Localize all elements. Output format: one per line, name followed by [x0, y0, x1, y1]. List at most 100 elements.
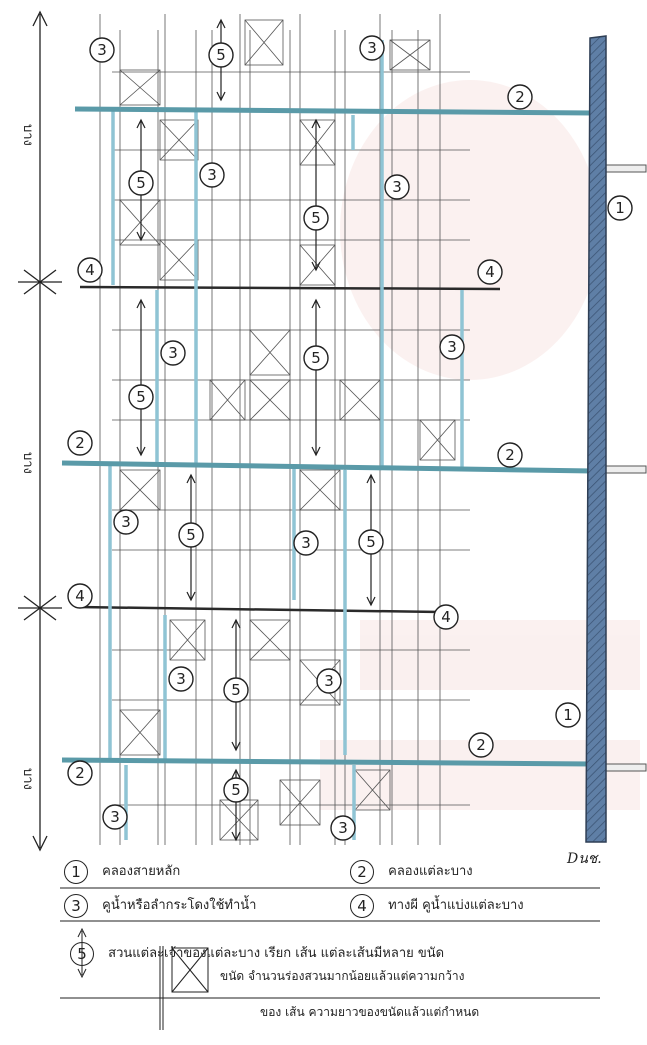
svg-text:2: 2: [75, 434, 85, 452]
callout-branch-canal: 2: [68, 431, 92, 455]
svg-text:3: 3: [168, 344, 178, 362]
legend-note-2: ของ เส้น ความยาวของขนัดแล้วแต่กำหนด: [260, 1004, 479, 1020]
callout-boundary: 4: [434, 605, 458, 629]
callout-boundary: 4: [78, 258, 102, 282]
garden-plot: [300, 245, 335, 285]
legend-number: 2: [350, 860, 374, 884]
legend-number: 1: [64, 860, 88, 884]
legend-number: 5: [70, 942, 94, 966]
callout-ditch: 3: [90, 38, 114, 62]
svg-text:5: 5: [136, 174, 146, 192]
svg-text:4: 4: [441, 608, 451, 626]
callout-garden-strip: 5: [179, 523, 203, 547]
callout-garden-strip: 5: [304, 206, 328, 230]
svg-text:4: 4: [485, 263, 495, 281]
svg-text:4: 4: [85, 261, 95, 279]
legend-item-garden-strip: 5 สวนแต่ละเจ้าของแต่ละบาง เรียก เส้น แต่…: [70, 942, 444, 966]
garden-plot: [120, 470, 160, 510]
callout-garden-strip: 5: [224, 678, 248, 702]
garden-plot: [250, 330, 290, 375]
callout-garden-strip: 5: [224, 778, 248, 802]
garden-plot: [250, 620, 290, 660]
callout-ditch: 3: [331, 816, 355, 840]
callout-ditch: 3: [200, 163, 224, 187]
legend-label: คลองสายหลัก: [102, 864, 180, 879]
legend-item-branch-canal: 2 คลองแต่ละบาง: [350, 860, 473, 884]
legend-item-boundary: 4 ทางผี คูน้ำแบ่งแต่ละบาง: [350, 894, 524, 918]
svg-text:3: 3: [176, 670, 186, 688]
svg-text:5: 5: [186, 526, 196, 544]
svg-text:2: 2: [476, 736, 486, 754]
legend-item-main-canal: 1 คลองสายหลัก: [64, 860, 180, 884]
garden-plot: [160, 240, 198, 280]
legend-note-1: ขนัด จำนวนร่องสวนมากน้อยแล้วแต่ความกว้าง: [220, 968, 464, 984]
strip-arrows: [137, 20, 375, 840]
svg-text:3: 3: [121, 513, 131, 531]
callout-ditch: 3: [169, 667, 193, 691]
svg-text:5: 5: [311, 209, 321, 227]
svg-text:3: 3: [392, 178, 402, 196]
strip-length-arrow: [312, 120, 320, 270]
garden-plot: [300, 120, 335, 165]
svg-text:5: 5: [136, 388, 146, 406]
callout-garden-strip: 5: [359, 530, 383, 554]
garden-plot: [390, 40, 430, 70]
svg-text:3: 3: [110, 808, 120, 826]
svg-text:3: 3: [207, 166, 217, 184]
svg-text:5: 5: [216, 46, 226, 64]
strip-length-arrow: [137, 300, 145, 455]
callout-ditch: 3: [103, 805, 127, 829]
garden-plot: [170, 620, 205, 660]
legend-number: 3: [64, 894, 88, 918]
callout-garden-strip: 5: [209, 43, 233, 67]
garden-plot: [420, 420, 455, 460]
svg-text:5: 5: [311, 349, 321, 367]
garden-plot: [160, 120, 198, 160]
svg-text:2: 2: [505, 446, 515, 464]
callout-ditch: 3: [385, 175, 409, 199]
callout-ditch: 3: [294, 531, 318, 555]
callout-main-canal: 1: [608, 196, 632, 220]
svg-text:5: 5: [366, 533, 376, 551]
svg-text:3: 3: [338, 819, 348, 837]
signature: Dนช.: [567, 848, 602, 870]
garden-plot: [340, 380, 380, 420]
garden-plot: [250, 380, 290, 420]
legend: 1 คลองสายหลัก 2 คลองแต่ละบาง 3 คูน้ำหรือ…: [60, 858, 620, 1038]
svg-text:2: 2: [75, 764, 85, 782]
callout-garden-strip: 5: [129, 171, 153, 195]
legend-number: 4: [350, 894, 374, 918]
main-canal: [586, 36, 606, 842]
svg-text:3: 3: [97, 41, 107, 59]
svg-text:5: 5: [231, 681, 241, 699]
garden-plot: [120, 70, 160, 105]
callout-ditch: 3: [114, 510, 138, 534]
garden-plot: [120, 710, 160, 755]
callout-branch-canal: 2: [508, 85, 532, 109]
callout-ditch: 3: [440, 335, 464, 359]
svg-text:4: 4: [75, 587, 85, 605]
svg-text:3: 3: [367, 39, 377, 57]
svg-text:1: 1: [563, 706, 573, 724]
garden-plot: [245, 20, 283, 65]
legend-item-ditch: 3 คูน้ำหรือลำกระโดงใช้ทำน้ำ: [64, 894, 256, 918]
callout-garden-strip: 5: [304, 346, 328, 370]
legend-label: คลองแต่ละบาง: [388, 864, 473, 879]
strip-length-arrow: [312, 300, 320, 455]
callout-branch-canal: 2: [498, 443, 522, 467]
svg-text:5: 5: [231, 781, 241, 799]
callout-ditch: 3: [360, 36, 384, 60]
side-label-middle: บาง: [20, 452, 35, 474]
legend-label: สวนแต่ละเจ้าของแต่ละบาง เรียก เส้น แต่ละ…: [108, 946, 444, 961]
callout-garden-strip: 5: [129, 385, 153, 409]
legend-label: ทางผี คูน้ำแบ่งแต่ละบาง: [388, 898, 524, 913]
side-label-bottom: บาง: [20, 768, 35, 790]
svg-text:3: 3: [301, 534, 311, 552]
callout-ditch: 3: [161, 341, 185, 365]
svg-text:1: 1: [615, 199, 625, 217]
callout-ditch: 3: [317, 669, 341, 693]
callout-boundary: 4: [68, 584, 92, 608]
side-label-top: บาง: [20, 124, 35, 146]
svg-text:3: 3: [447, 338, 457, 356]
garden-plot: [300, 470, 340, 510]
